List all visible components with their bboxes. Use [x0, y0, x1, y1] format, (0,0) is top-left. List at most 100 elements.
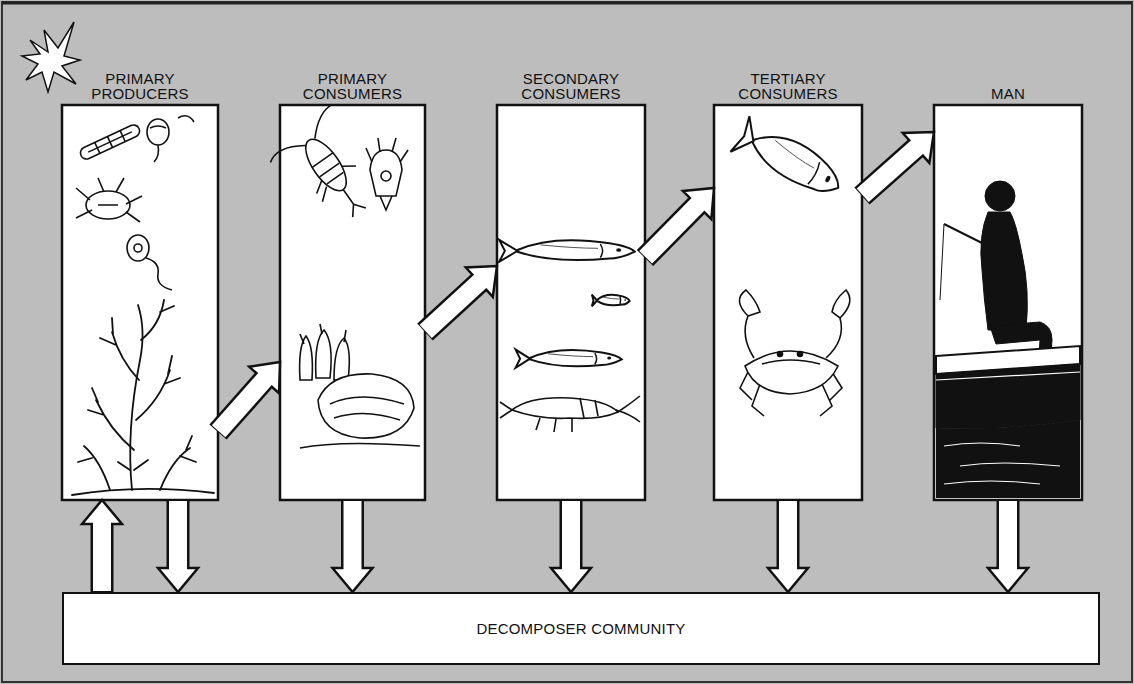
phytoplankton-part: [127, 235, 149, 261]
energy-flow-arrow: [551, 500, 591, 592]
energy-flow-arrow: [425, 266, 497, 332]
phytoplankton-part: [78, 123, 141, 161]
arrow-fill: [863, 146, 919, 195]
phytoplankton-part: [146, 258, 172, 290]
crab-part: [826, 318, 841, 358]
phytoplankton-part: [76, 178, 142, 222]
arrow-fill: [219, 378, 266, 432]
seaweed-part: [88, 388, 134, 450]
sun-spark-part: [22, 22, 80, 92]
phytoplankton-part-part: [107, 137, 112, 148]
barnacles-and-oyster: [300, 324, 420, 448]
arrow-fill: [999, 501, 1017, 571]
zooplankton-part-part: [312, 159, 362, 201]
crab-part: [745, 351, 838, 394]
phytoplankton-part: [178, 116, 194, 122]
crab-part: [739, 290, 760, 316]
crab-part: [798, 352, 803, 357]
phytoplankton-part: [134, 244, 142, 252]
phytoplankton-part: [150, 126, 166, 162]
column-panel: [62, 105, 218, 500]
column-panel: [714, 105, 862, 500]
column-heading: SECONDARY CONSUMERS: [509, 71, 633, 103]
large-fish: [730, 116, 848, 204]
barnacles-and-oyster-part: [330, 397, 404, 420]
arrow-head: [768, 568, 808, 592]
seaweed-part: [72, 489, 214, 495]
seaweed-part: [160, 436, 196, 490]
arrow-fill: [93, 521, 111, 591]
shrimp-part: [500, 398, 598, 418]
trophic-column: SECONDARY CONSUMERS: [497, 48, 645, 500]
phytoplankton-part-part: [95, 142, 100, 153]
fisherman-part: [981, 212, 1027, 330]
sun-spark: [22, 22, 80, 92]
fisherman: [940, 181, 1052, 372]
small-fish-part: [592, 295, 630, 307]
zooplankton-part: [366, 138, 408, 162]
barnacles-and-oyster-part: [318, 374, 414, 438]
phytoplankton-part-part: [120, 131, 125, 142]
barnacles-and-oyster-part: [300, 443, 420, 448]
trophic-column: MAN: [934, 48, 1082, 500]
arrow-head: [551, 568, 591, 592]
arrow-fill: [562, 501, 580, 571]
energy-flow-arrow: [988, 500, 1028, 592]
barnacles-and-oyster-part: [316, 330, 331, 378]
shrimp-part: [616, 396, 640, 422]
column-heading-area: TERTIARY CONSUMERS: [714, 48, 862, 102]
decomposer-band: DECOMPOSER COMMUNITY: [62, 592, 1100, 665]
phytoplankton-part-part: [88, 132, 132, 152]
seaweed-part: [136, 356, 180, 420]
column-heading-area: PRIMARY PRODUCERS: [62, 48, 218, 102]
crab-part: [762, 360, 820, 364]
zooplankton-part: [380, 196, 392, 210]
column-heading: TERTIARY CONSUMERS: [726, 71, 850, 103]
seaweed-part: [100, 318, 139, 380]
arrow-fill: [344, 501, 362, 571]
zooplankton-part-part: [312, 153, 346, 186]
small-fish-part: [499, 240, 635, 262]
phytoplankton-part-part: [78, 123, 141, 161]
arrow-fill: [779, 501, 797, 571]
column-panel: [934, 105, 1082, 500]
phytoplankton-part: [147, 119, 169, 145]
energy-flow-arrow: [158, 500, 198, 592]
boat: [936, 346, 1080, 428]
energy-flow-arrow: [218, 362, 280, 432]
seaweed: [72, 300, 214, 495]
energy-flow-arrow: [82, 500, 122, 592]
seaweed-part: [78, 446, 110, 490]
frame-top: [2, 2, 1132, 5]
boat-part: [936, 364, 1080, 428]
column-heading-area: SECONDARY CONSUMERS: [497, 48, 645, 102]
band-label: DECOMPOSER COMMUNITY: [476, 621, 685, 637]
column-heading: MAN: [991, 86, 1025, 102]
zooplankton-part-part: [337, 185, 366, 217]
energy-flow-arrow: [333, 500, 373, 592]
large-fish-part: [730, 116, 848, 204]
trophic-column: PRIMARY CONSUMERS: [280, 48, 425, 500]
seaweed-part: [141, 300, 174, 340]
small-fish: [499, 240, 635, 368]
arrow-head: [333, 568, 373, 592]
column-heading-area: PRIMARY CONSUMERS: [280, 48, 425, 102]
fisherman-part: [985, 181, 1015, 211]
boat-part: [936, 372, 1080, 380]
arrow-head: [988, 568, 1028, 592]
arrow-head: [158, 568, 198, 592]
arrow-head: [82, 500, 122, 524]
zooplankton-part: [381, 171, 391, 181]
column-heading: PRIMARY CONSUMERS: [291, 71, 415, 103]
crab: [739, 290, 849, 416]
column-heading-area: MAN: [934, 48, 1082, 102]
energy-flow-arrow: [862, 132, 934, 196]
phytoplankton: [76, 116, 194, 290]
crab-part: [745, 316, 754, 358]
water-part: [944, 443, 1060, 484]
barnacles-and-oyster-part: [300, 324, 346, 344]
seaweed-part: [118, 460, 148, 470]
